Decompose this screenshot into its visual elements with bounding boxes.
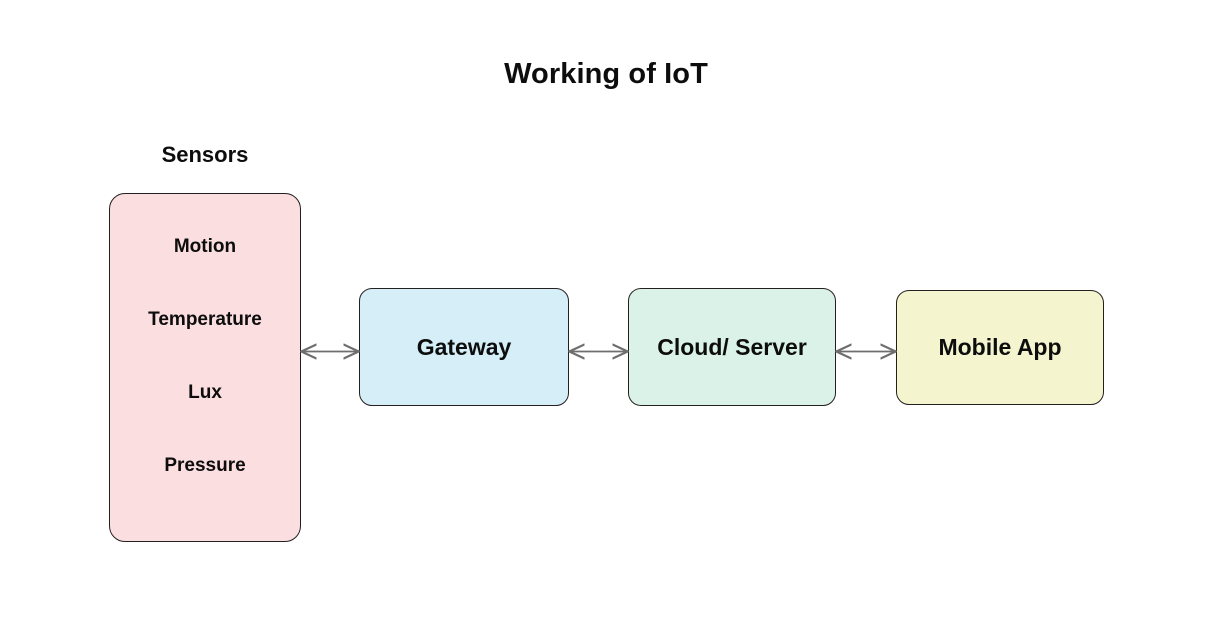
cloud-server-box[interactable]: Cloud/ Server (628, 288, 836, 406)
sensor-item-lux: Lux (188, 382, 222, 403)
page-title: Working of IoT (504, 58, 708, 90)
sensor-item-motion: Motion (173, 236, 237, 257)
mobile-app-label: Mobile App (938, 334, 1062, 360)
sensor-item-temperature: Temperature (148, 309, 262, 330)
sensors-box[interactable]: Motion Temperature Lux Pressure (109, 193, 301, 542)
sensor-item-pressure: Pressure (164, 455, 246, 476)
gateway-box[interactable]: Gateway (359, 288, 569, 406)
cloud-server-label: Cloud/ Server (657, 333, 807, 360)
gateway-label: Gateway (416, 333, 512, 360)
sensors-group-label: Sensors (161, 142, 249, 167)
mobile-app-box[interactable]: Mobile App (896, 290, 1104, 405)
